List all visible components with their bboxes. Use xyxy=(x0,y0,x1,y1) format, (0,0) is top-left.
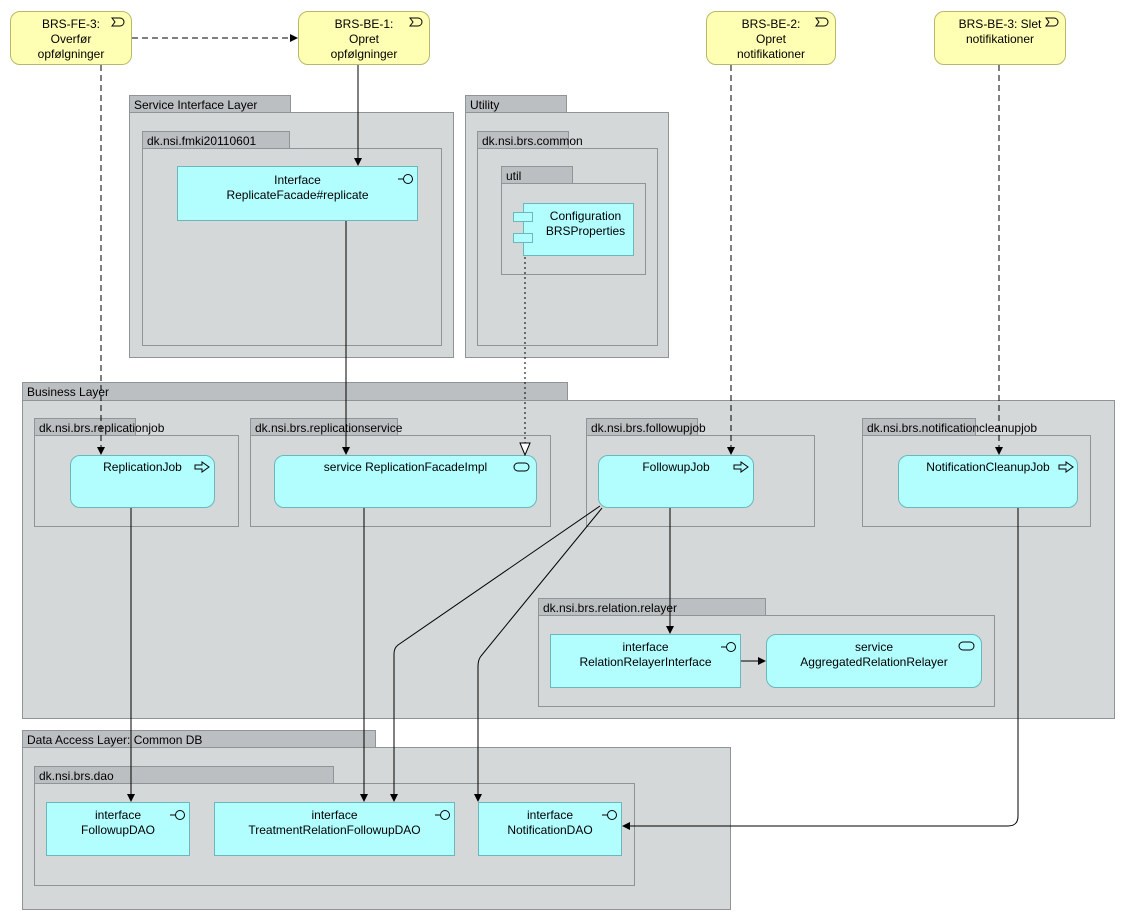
service-icon xyxy=(513,462,530,472)
interface-icon xyxy=(602,810,617,820)
replication-job-label: ReplicationJob xyxy=(103,460,182,474)
relation-relayer-interface[interactable]: interface RelationRelayerInterface xyxy=(550,634,741,688)
notification-cleanup-job[interactable]: NotificationCleanupJob xyxy=(898,455,1078,508)
followup-dao-line2: FollowupDAO xyxy=(80,823,156,837)
be1-line3: opfølgninger xyxy=(330,47,398,61)
fmki-package-tab: dk.nsi.fmki20110601 xyxy=(142,131,290,149)
interface-icon xyxy=(170,810,185,820)
replicate-facade-line1: Interface xyxy=(274,173,321,187)
be3-name: BRS-BE-3: Slet xyxy=(958,17,1042,31)
relation-relayer-package-label: dk.nsi.brs.relation.relayer xyxy=(543,601,678,615)
fe3-name: BRS-FE-3: xyxy=(41,17,100,31)
utility-tab: Utility xyxy=(465,95,567,113)
component-port-bottom xyxy=(513,233,533,243)
brs-properties-line1: Configuration xyxy=(549,209,622,223)
relation-relayer-package-tab: dk.nsi.brs.relation.relayer xyxy=(538,598,766,616)
replicate-facade-interface[interactable]: Interface ReplicateFacade#replicate xyxy=(177,166,418,221)
connector-followupjob-to-treatmentdao xyxy=(390,505,601,802)
process-arrow-icon xyxy=(194,461,210,473)
dao-package-label: dk.nsi.brs.dao xyxy=(39,769,114,783)
interface-icon xyxy=(435,810,450,820)
followupjob-package-label: dk.nsi.brs.followupjob xyxy=(591,421,706,435)
process-arrow-icon xyxy=(1058,461,1074,473)
business-layer-title: Business Layer xyxy=(27,385,110,399)
notificationcleanupjob-package-tab: dk.nsi.brs.notificationcleanupjob xyxy=(862,418,1037,436)
be3-line2: notifikationer xyxy=(965,32,1035,46)
notification-dao-line2: NotificationDAO xyxy=(507,823,593,837)
relation-relayer-interface-line2: RelationRelayerInterface xyxy=(579,655,712,669)
notification-dao[interactable]: interface NotificationDAO xyxy=(478,802,622,856)
followup-dao-line1: interface xyxy=(94,808,142,822)
followup-dao[interactable]: interface FollowupDAO xyxy=(46,802,190,856)
dao-package-tab: dk.nsi.brs.dao xyxy=(34,766,334,784)
replicate-facade-line2: ReplicateFacade#replicate xyxy=(226,188,369,202)
notification-cleanup-job-label: NotificationCleanupJob xyxy=(926,460,1050,474)
brs-properties-component[interactable]: Configuration BRSProperties xyxy=(523,203,634,256)
treatment-dao-line1: interface xyxy=(311,808,358,822)
aggregated-relation-relayer-line1: service xyxy=(854,640,893,654)
util-package-tab: util xyxy=(501,166,573,184)
aggregated-relation-relayer[interactable]: service AggregatedRelationRelayer xyxy=(766,634,982,688)
be2-line3: notifikationer xyxy=(736,47,806,61)
relation-relayer-interface-line1: interface xyxy=(622,640,669,654)
brs-properties-line2: BRSProperties xyxy=(545,224,626,238)
replicationservice-package-tab: dk.nsi.brs.replicationservice xyxy=(250,418,402,436)
utility-title: Utility xyxy=(470,98,500,112)
connector-followupjob-to-notificationdao xyxy=(474,507,603,802)
business-service-be1[interactable]: BRS-BE-1: Opret opfølgninger xyxy=(298,11,430,65)
service-icon xyxy=(958,641,975,651)
service-interface-layer-title: Service Interface Layer xyxy=(134,98,258,112)
replication-facade-impl-label: service ReplicationFacadeImpl xyxy=(323,460,488,474)
fe3-line3: opfølgninger xyxy=(37,47,105,61)
process-arrow-icon xyxy=(733,461,749,473)
interface-icon xyxy=(721,642,736,652)
followup-job[interactable]: FollowupJob xyxy=(598,455,754,508)
data-access-layer-tab: Data Access Layer: Common DB xyxy=(22,730,376,748)
replicationservice-package-label: dk.nsi.brs.replicationservice xyxy=(255,421,403,435)
notification-dao-line1: interface xyxy=(526,808,574,822)
data-access-layer-title: Data Access Layer: Common DB xyxy=(27,733,203,747)
business-event-icon xyxy=(111,17,125,27)
be2-line2: Opret xyxy=(755,32,786,46)
business-event-icon xyxy=(815,17,829,27)
component-port-top xyxy=(513,212,533,222)
followup-job-label: FollowupJob xyxy=(642,460,710,474)
be2-name: BRS-BE-2: xyxy=(741,17,801,31)
be1-line2: Opret xyxy=(348,32,379,46)
replicationjob-package-label: dk.nsi.brs.replicationjob xyxy=(39,421,165,435)
business-service-be3[interactable]: BRS-BE-3: Slet notifikationer xyxy=(934,11,1066,65)
connector-cleanupjob-to-notificationdao xyxy=(622,508,1019,830)
common-package-tab: dk.nsi.brs.common xyxy=(477,131,583,149)
util-package-label: util xyxy=(506,169,522,183)
service-interface-layer-tab: Service Interface Layer xyxy=(129,95,291,113)
fe3-line2: Overfør xyxy=(50,32,92,46)
common-package-label: dk.nsi.brs.common xyxy=(482,134,583,148)
replicationjob-package-tab: dk.nsi.brs.replicationjob xyxy=(34,418,164,436)
treatment-dao-line2: TreatmentRelationFollowupDAO xyxy=(248,823,421,837)
followupjob-package-tab: dk.nsi.brs.followupjob xyxy=(586,418,706,436)
notificationcleanupjob-package-label: dk.nsi.brs.notificationcleanupjob xyxy=(867,421,1038,435)
be1-name: BRS-BE-1: xyxy=(334,17,394,31)
business-service-be2[interactable]: BRS-BE-2: Opret notifikationer xyxy=(706,11,836,65)
business-layer-tab: Business Layer xyxy=(22,382,568,400)
fmki-package-label: dk.nsi.fmki20110601 xyxy=(147,134,257,148)
business-event-icon xyxy=(409,17,423,27)
treatment-relation-followup-dao[interactable]: interface TreatmentRelationFollowupDAO xyxy=(214,802,455,856)
replication-facade-impl[interactable]: service ReplicationFacadeImpl xyxy=(274,455,537,508)
business-event-icon xyxy=(1045,17,1059,27)
interface-icon xyxy=(398,174,413,184)
business-service-fe3[interactable]: BRS-FE-3: Overfør opfølgninger xyxy=(10,11,132,65)
aggregated-relation-relayer-line2: AggregatedRelationRelayer xyxy=(800,655,948,669)
replication-job[interactable]: ReplicationJob xyxy=(70,455,215,508)
